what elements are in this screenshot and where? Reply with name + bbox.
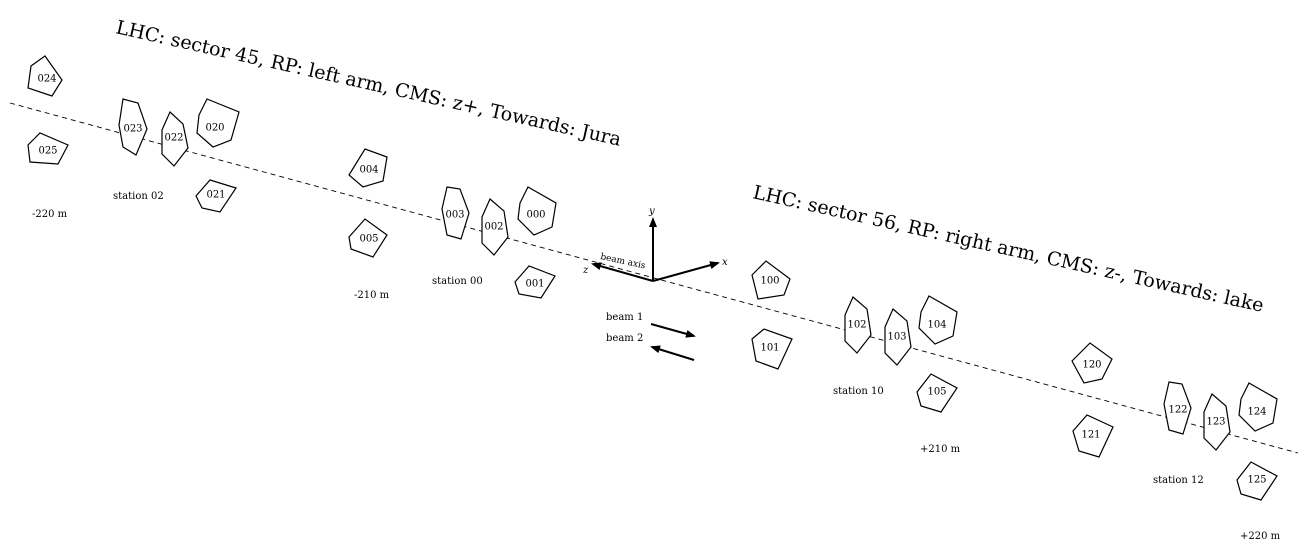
beam-1-arrow bbox=[650, 323, 696, 338]
pot-label: 000 bbox=[526, 210, 545, 221]
z-axis-arrow bbox=[591, 262, 654, 282]
distance-label-plus-220: +220 m bbox=[1240, 531, 1281, 542]
pot-label: 020 bbox=[205, 123, 224, 134]
pot-label: 123 bbox=[1206, 417, 1225, 428]
pot-100: 100 bbox=[751, 260, 791, 300]
pot-label: 021 bbox=[206, 190, 225, 201]
pot-000: 000 bbox=[517, 186, 557, 236]
pot-label: 004 bbox=[359, 165, 378, 176]
pot-102: 102 bbox=[844, 296, 872, 354]
pot-125: 125 bbox=[1236, 461, 1278, 501]
pot-104: 104 bbox=[918, 295, 958, 345]
pot-label: 121 bbox=[1081, 430, 1100, 441]
pot-120: 120 bbox=[1071, 342, 1113, 384]
pot-label: 005 bbox=[359, 234, 378, 245]
pot-label: 022 bbox=[164, 133, 183, 144]
pot-label: 003 bbox=[445, 210, 464, 221]
pot-103: 103 bbox=[884, 308, 912, 366]
z-axis-label: z bbox=[582, 265, 589, 276]
pot-label: 100 bbox=[760, 276, 779, 287]
pot-001: 001 bbox=[514, 265, 556, 299]
pot-label: 025 bbox=[38, 146, 57, 157]
pot-label: 103 bbox=[887, 332, 906, 343]
pot-label: 102 bbox=[847, 320, 866, 331]
pot-label: 023 bbox=[123, 124, 142, 135]
title-right: LHC: sector 56, RP: right arm, CMS: z-, … bbox=[751, 181, 1266, 316]
pot-label: 104 bbox=[927, 320, 946, 331]
pot-105: 105 bbox=[916, 373, 958, 413]
pot-label: 024 bbox=[37, 74, 56, 85]
pot-101: 101 bbox=[751, 328, 793, 370]
x-axis-label: x bbox=[722, 257, 728, 268]
station-label-00: station 00 bbox=[432, 276, 483, 287]
pot-121: 121 bbox=[1072, 414, 1114, 458]
pot-124: 124 bbox=[1238, 382, 1278, 432]
pot-002: 002 bbox=[481, 198, 509, 256]
pot-025: 025 bbox=[27, 132, 69, 165]
distance-label-minus-220: -220 m bbox=[32, 209, 68, 220]
coordinate-axes: y x z beam axis bbox=[582, 206, 728, 282]
station-label-02: station 02 bbox=[113, 191, 164, 202]
pot-label: 125 bbox=[1247, 475, 1266, 486]
title-left: LHC: sector 45, RP: left arm, CMS: z+, T… bbox=[114, 16, 623, 150]
distance-label-minus-210: -210 m bbox=[354, 290, 390, 301]
pot-021: 021 bbox=[195, 179, 237, 213]
x-axis-arrow bbox=[652, 261, 720, 282]
pot-123: 123 bbox=[1203, 393, 1231, 451]
distance-label-plus-210: +210 m bbox=[920, 444, 961, 455]
pot-004: 004 bbox=[348, 148, 388, 188]
pot-label: 120 bbox=[1082, 360, 1101, 371]
y-axis-label: y bbox=[648, 206, 655, 217]
pot-005: 005 bbox=[348, 218, 388, 258]
pot-label: 124 bbox=[1247, 407, 1266, 418]
pot-122: 122 bbox=[1163, 381, 1192, 435]
pot-label: 002 bbox=[484, 222, 503, 233]
pot-024: 024 bbox=[27, 55, 63, 97]
pot-label: 122 bbox=[1168, 405, 1187, 416]
beam-1-label: beam 1 bbox=[606, 312, 643, 323]
station-label-12: station 12 bbox=[1153, 475, 1204, 486]
beam-2-arrow bbox=[650, 345, 695, 361]
station-label-10: station 10 bbox=[833, 386, 884, 397]
pot-label: 001 bbox=[525, 279, 544, 290]
pot-003: 003 bbox=[441, 186, 470, 240]
pot-023: 023 bbox=[118, 98, 148, 156]
pot-020: 020 bbox=[196, 98, 240, 148]
pot-label: 105 bbox=[927, 387, 946, 398]
beam-2-label: beam 2 bbox=[606, 333, 643, 344]
pot-022: 022 bbox=[161, 110, 189, 167]
pot-label: 101 bbox=[760, 343, 779, 354]
